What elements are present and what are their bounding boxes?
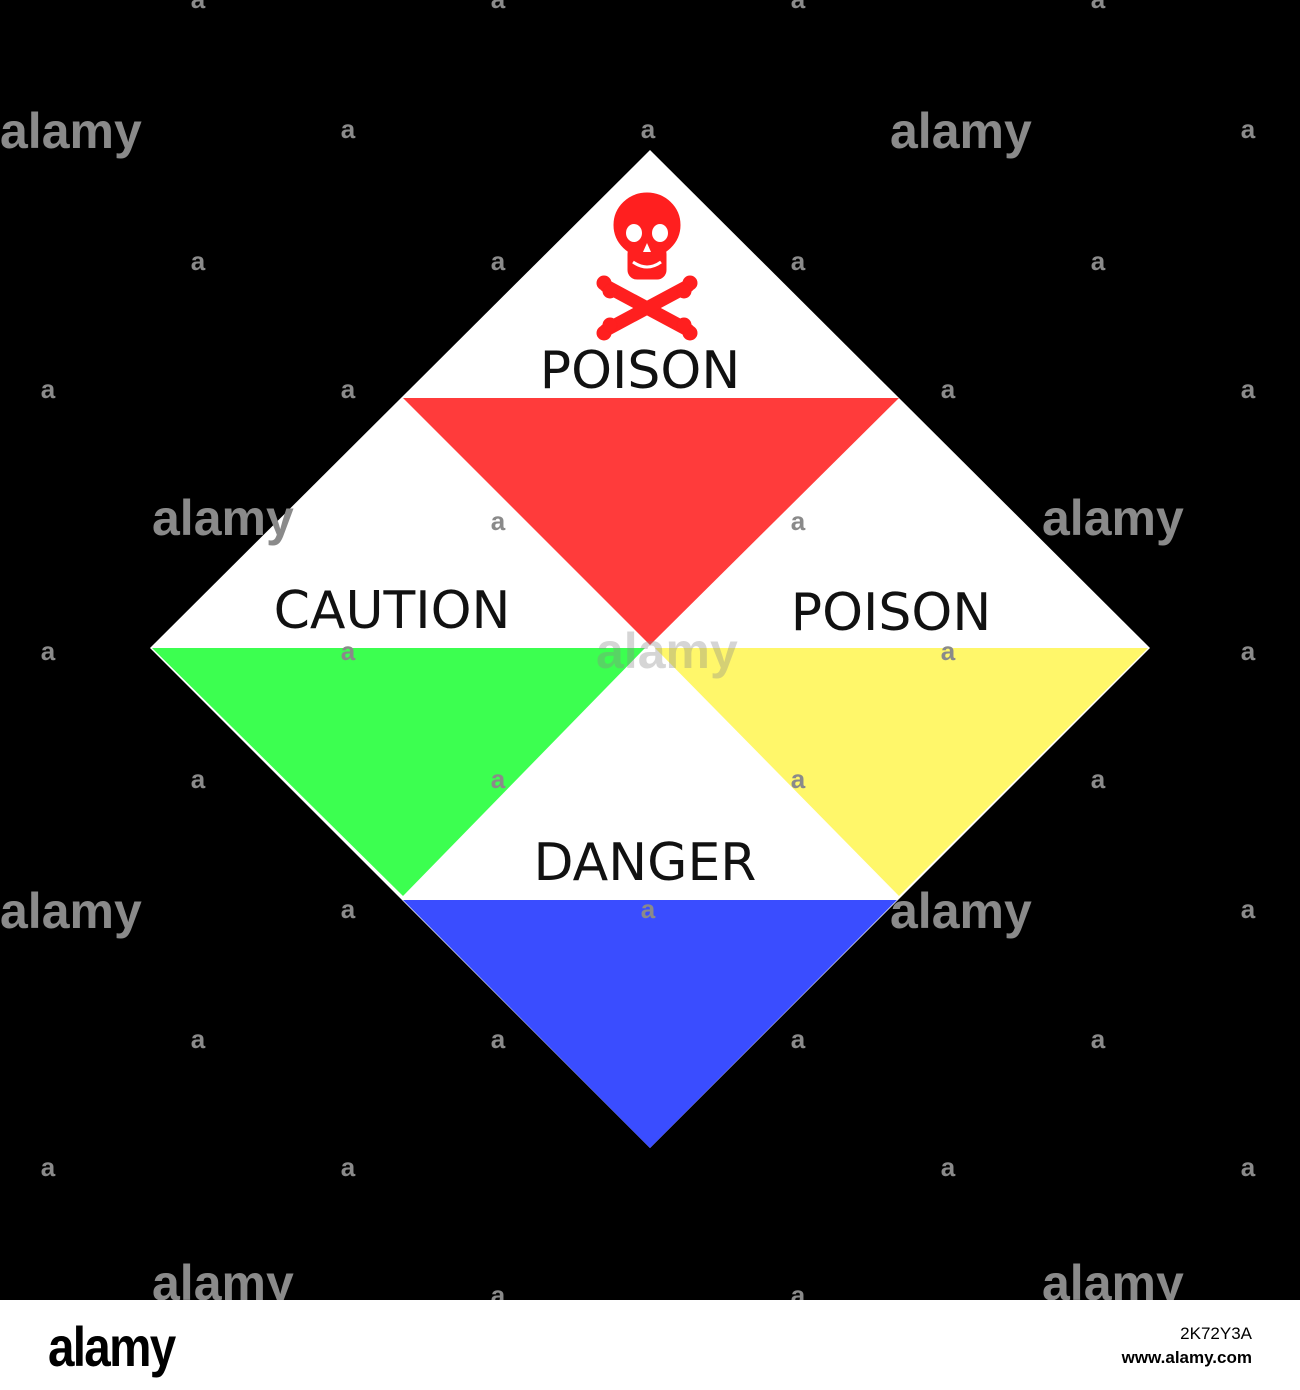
watermark-letter: a bbox=[41, 1152, 56, 1182]
image-credit: 2K72Y3A www.alamy.com bbox=[1122, 1322, 1252, 1370]
watermark-letter: a bbox=[191, 0, 206, 14]
watermark-letter: a bbox=[941, 374, 956, 404]
right-section-color bbox=[655, 648, 1148, 896]
watermark-letter: a bbox=[491, 1024, 506, 1054]
watermark-text: alamy bbox=[596, 623, 738, 679]
watermark-letter: a bbox=[791, 1024, 806, 1054]
watermark-text: alamy bbox=[890, 103, 1032, 159]
watermark-letter: a bbox=[1091, 764, 1106, 794]
watermark-letter: a bbox=[341, 636, 356, 666]
watermark-letter: a bbox=[1241, 114, 1256, 144]
watermark-letter: a bbox=[641, 894, 656, 924]
watermark-letter: a bbox=[941, 636, 956, 666]
watermark-letter: a bbox=[1091, 0, 1106, 14]
top-section-color bbox=[403, 398, 899, 645]
watermark-letter: a bbox=[491, 0, 506, 14]
watermark-letter: a bbox=[341, 374, 356, 404]
watermark-letter: a bbox=[941, 1152, 956, 1182]
watermark-letter: a bbox=[191, 764, 206, 794]
watermark-letter: a bbox=[1241, 374, 1256, 404]
watermark-letter: a bbox=[191, 1024, 206, 1054]
watermark-letter: a bbox=[791, 506, 806, 536]
watermark-text: alamy bbox=[890, 883, 1032, 939]
watermark-letter: a bbox=[1241, 1152, 1256, 1182]
bottom-section-label: DANGER bbox=[534, 833, 757, 893]
watermark-letter: a bbox=[191, 246, 206, 276]
watermark-letter: a bbox=[491, 764, 506, 794]
watermark-letter: a bbox=[341, 1152, 356, 1182]
watermark-letter: a bbox=[1091, 1024, 1106, 1054]
watermark-letter: a bbox=[791, 764, 806, 794]
top-section-label: POISON bbox=[540, 341, 740, 401]
watermark-letter: a bbox=[641, 114, 656, 144]
watermark-letter: a bbox=[491, 506, 506, 536]
left-section-color bbox=[152, 648, 645, 896]
right-section-label: POISON bbox=[791, 583, 991, 643]
bottom-section-color bbox=[403, 900, 897, 1148]
watermark-letter: a bbox=[791, 0, 806, 14]
watermark-letter: a bbox=[41, 374, 56, 404]
watermark-letter: a bbox=[791, 246, 806, 276]
watermark-letter: a bbox=[1241, 636, 1256, 666]
watermark-letter: a bbox=[1241, 894, 1256, 924]
source-url: www.alamy.com bbox=[1121, 1348, 1252, 1367]
left-section-label: CAUTION bbox=[274, 581, 511, 641]
watermark-letter: a bbox=[341, 114, 356, 144]
watermark-text: alamy bbox=[0, 103, 142, 159]
watermark-letter: a bbox=[341, 894, 356, 924]
watermark-letter: a bbox=[41, 636, 56, 666]
watermark-text: alamy bbox=[0, 883, 142, 939]
watermark-text: alamy bbox=[152, 490, 294, 546]
skull-and-crossbones-icon bbox=[596, 192, 698, 341]
diamond-panel bbox=[150, 150, 1150, 1148]
footer-bar: alamy 2K72Y3A www.alamy.com bbox=[0, 1300, 1300, 1390]
watermark-letter: a bbox=[1091, 246, 1106, 276]
watermark-letter: a bbox=[491, 246, 506, 276]
watermark-text: alamy bbox=[1042, 490, 1184, 546]
image-id: 2K72Y3A bbox=[1180, 1324, 1252, 1343]
alamy-logo: alamy bbox=[48, 1315, 176, 1378]
